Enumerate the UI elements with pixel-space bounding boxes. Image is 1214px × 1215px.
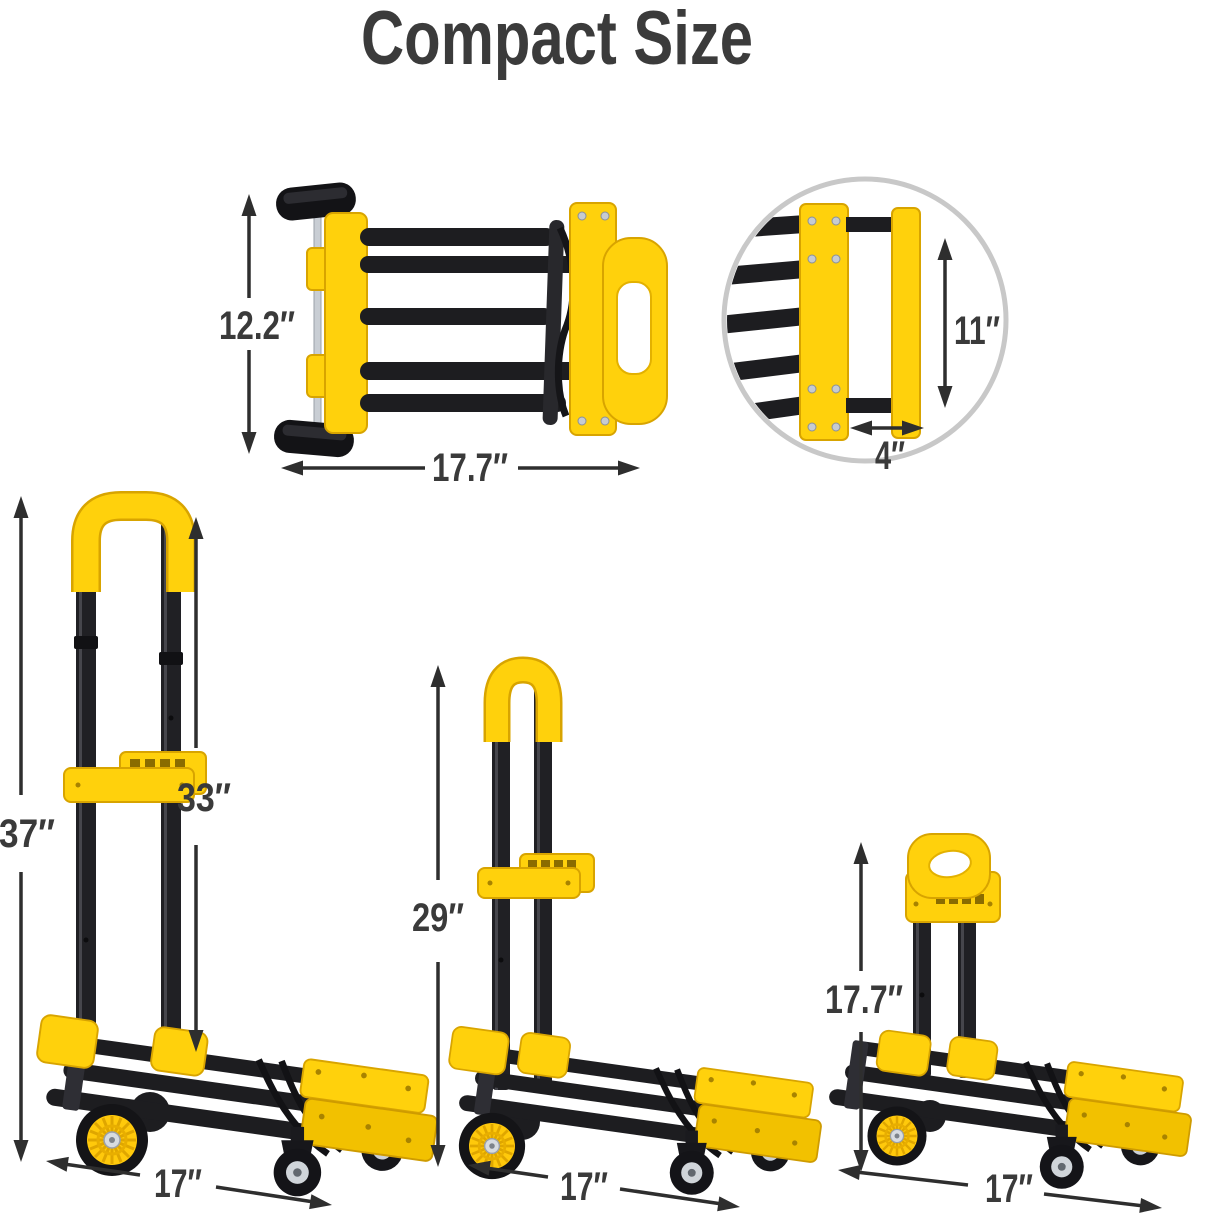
dim-label-detail-height: 11″: [954, 309, 1000, 353]
cart-extended-illustration: [36, 491, 443, 1196]
dim-arrow-folded-height: [241, 194, 257, 454]
dim-label-width-cart3: 17″: [985, 1167, 1033, 1211]
cart-mid-handle: [486, 658, 560, 742]
dim-label-handle-height: 33″: [177, 776, 231, 820]
dim-label-width-cart2: 17″: [560, 1165, 608, 1209]
cart-mid-clip: [477, 853, 595, 899]
cart-collapsed-illustration: [826, 833, 1197, 1189]
dim-label-folded-width: 17.7″: [432, 446, 508, 490]
dim-arrow-detail-height: [937, 238, 953, 408]
page-title: Compact Size: [361, 0, 753, 81]
dim-arrow-width-cart1: [46, 1156, 332, 1210]
dim-arrow-detail-depth: [850, 420, 924, 436]
folded-cart-top-view-illustration: [274, 182, 668, 458]
hinge-detail-circle: [721, 176, 1009, 464]
dim-arrow-collapsed-height: [853, 842, 869, 1172]
dim-label-mid-height: 29″: [412, 896, 464, 940]
cart-extended-handle: [73, 493, 194, 592]
dim-label-folded-height: 12.2″: [219, 304, 295, 348]
cart-extended-clip: [63, 751, 207, 803]
dim-arrow-width-cart3: [838, 1165, 1162, 1213]
folded-wheel-top: [276, 182, 356, 221]
dim-arrow-overall-height: [13, 496, 29, 1162]
dim-label-width-cart1: 17″: [154, 1162, 202, 1206]
cart-collapsed-handle: [905, 833, 1001, 923]
dim-arrow-handle-height: [188, 517, 204, 1052]
dim-arrow-width-cart2: [468, 1160, 740, 1212]
cart-extended-front-wheel: [74, 1102, 150, 1178]
dim-label-collapsed-height: 17.7″: [825, 978, 903, 1022]
dim-arrow-folded-width: [281, 460, 640, 476]
dim-label-detail-depth: 4″: [875, 434, 905, 478]
dim-label-overall-height: 37″: [0, 812, 55, 856]
cart-mid-illustration: [448, 656, 827, 1195]
dim-arrow-mid-height: [430, 665, 446, 1167]
cart-collapsed-front-wheel: [866, 1105, 928, 1167]
